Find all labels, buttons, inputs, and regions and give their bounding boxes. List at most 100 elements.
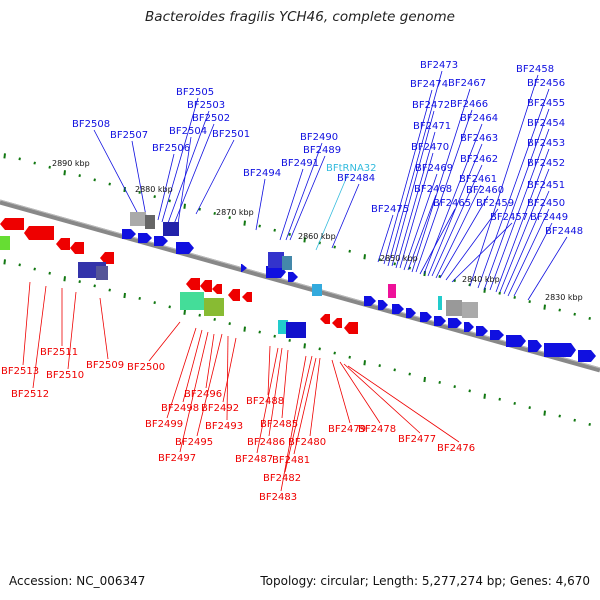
forward-gene-label-bf2475: BF2475	[371, 204, 409, 215]
forward-feature	[544, 343, 576, 357]
gene-labels: 2890 kbp 2880 kbp 2870 kbp 2860 kbp 2850 kbp…	[1, 60, 583, 503]
reverse-gene-label-bf2486: BF2486	[247, 437, 285, 448]
reverse-gene-label-bf2499: BF2499	[145, 419, 183, 430]
reverse-gene-label-bf2511: BF2511	[40, 347, 78, 358]
forward-gene-leader-bf2449	[513, 222, 553, 297]
reverse-gene-label-bf2513: BF2513	[1, 366, 39, 377]
forward-gene-label-bf2507: BF2507	[110, 130, 148, 141]
upper-scale-tick	[318, 241, 321, 245]
upper-scale-tick	[513, 295, 516, 299]
reverse-gene-label-bf2488: BF2488	[246, 396, 284, 407]
backbone-line	[0, 199, 600, 373]
scale-label-2880-kbp: 2880 kbp	[135, 185, 173, 194]
reverse-gene-leader-bf2486	[268, 347, 283, 437]
reverse-gene-leader-bf2478	[339, 361, 381, 424]
reverse-feature	[70, 242, 84, 254]
map-title: Bacteroides fragilis YCH46, complete gen…	[145, 9, 455, 25]
forward-gene-leader-bf2508	[93, 129, 139, 215]
lower-scale-tick	[528, 406, 531, 410]
forward-gene-leader-bf2458	[469, 74, 539, 287]
forward-gene-leader-bf2489	[289, 155, 326, 241]
forward-gene-leader-bf2459	[445, 208, 499, 281]
forward-feature	[392, 304, 404, 314]
gene-block	[130, 212, 146, 226]
forward-feature	[434, 316, 446, 326]
forward-feature	[266, 266, 286, 278]
lower-scale-tick	[123, 292, 126, 299]
tick-marks	[3, 153, 591, 426]
reverse-gene-leader-bf2487	[256, 347, 279, 454]
lower-scale-tick	[543, 410, 546, 416]
lower-scale-tick	[378, 364, 381, 368]
upper-scale-tick	[393, 262, 396, 266]
forward-gene-label-bf2494: BF2494	[243, 168, 281, 179]
forward-gene-label-bf2452: BF2452	[527, 158, 565, 169]
upper-scale-tick	[168, 199, 171, 203]
forward-feature	[176, 242, 194, 254]
reverse-gene-label-bf2509: BF2509	[86, 360, 124, 371]
forward-gene-leader-bf2494	[255, 178, 266, 231]
upper-scale-tick	[93, 178, 96, 182]
forward-gene-leader-bf2451	[503, 190, 550, 295]
upper-scale-tick	[543, 304, 546, 310]
forward-gene-label-bf2459: BF2459	[476, 198, 514, 209]
forward-gene-leader-bf2470	[399, 152, 434, 269]
forward-gene-leader-bf2465	[419, 208, 456, 275]
forward-gene-leader-bf2472	[391, 110, 435, 267]
forward-gene-leader-bf2456	[477, 88, 550, 289]
reverse-feature	[24, 226, 54, 240]
upper-scale-tick	[198, 207, 201, 211]
lower-scale-tick	[138, 296, 141, 300]
forward-gene-leader-bf2460	[439, 195, 489, 279]
upper-scale-tick	[18, 157, 21, 161]
upper-scale-tick	[108, 182, 111, 186]
upper-scale-tick	[438, 274, 441, 278]
forward-gene-leader-bf2473	[387, 70, 443, 267]
forward-gene-label-bf2469: BF2469	[415, 163, 453, 174]
lower-scale-tick	[3, 259, 6, 265]
gene-block	[145, 215, 155, 229]
upper-scale-tick	[588, 316, 591, 320]
upper-scale-tick	[228, 216, 231, 220]
forward-gene-label-bf2450: BF2450	[527, 198, 565, 209]
lower-scale-tick	[153, 301, 156, 305]
scale-label-2860-kbp: 2860 kbp	[298, 232, 336, 241]
reverse-gene-label-bf2500: BF2500	[127, 362, 165, 373]
upper-scale-tick	[48, 165, 51, 169]
reverse-feature	[242, 292, 252, 302]
lower-scale-tick	[318, 347, 321, 351]
forward-gene-leader-bf2505	[161, 97, 199, 223]
reverse-gene-leader-bf2495	[196, 333, 223, 437]
lower-scale-tick	[468, 389, 471, 393]
lower-scale-tick	[483, 393, 486, 399]
forward-gene-leader-bf2464	[423, 123, 483, 275]
forward-gene-label-bf2503: BF2503	[187, 100, 225, 111]
lower-scale-tick	[168, 305, 171, 309]
upper-scale-tick	[408, 266, 411, 270]
upper-scale-tick	[258, 224, 261, 228]
forward-gene-leader-bf2457	[451, 222, 513, 283]
forward-gene-label-bf2451: BF2451	[527, 180, 565, 191]
scale-label-2850-kbp: 2850 kbp	[380, 254, 418, 263]
forward-gene-label-bf2490: BF2490	[300, 132, 338, 143]
scale-label-2830-kbp: 2830 kbp	[545, 293, 583, 302]
forward-gene-leader-bf2491	[279, 168, 304, 241]
scale-label-2870-kbp: 2870 kbp	[216, 208, 254, 217]
forward-gene-leader-bf2501	[195, 139, 235, 215]
forward-gene-label-bf2504: BF2504	[169, 126, 207, 137]
forward-gene-leader-bf2466	[415, 109, 473, 273]
reverse-gene-label-bf2483: BF2483	[259, 492, 297, 503]
lower-scale-tick	[273, 334, 276, 338]
reverse-gene-leader-bf2481	[293, 357, 317, 455]
lower-scale-tick	[348, 355, 351, 359]
lower-scale-tick	[498, 397, 501, 401]
scale-label-2890-kbp: 2890 kbp	[52, 159, 90, 168]
reverse-feature	[200, 280, 212, 292]
upper-scale-tick	[363, 254, 366, 260]
forward-gene-leader-bf2506	[157, 153, 175, 221]
forward-feature	[528, 340, 542, 352]
reverse-feature	[212, 284, 222, 294]
upper-scale-tick	[468, 283, 471, 287]
forward-feature	[420, 312, 432, 322]
